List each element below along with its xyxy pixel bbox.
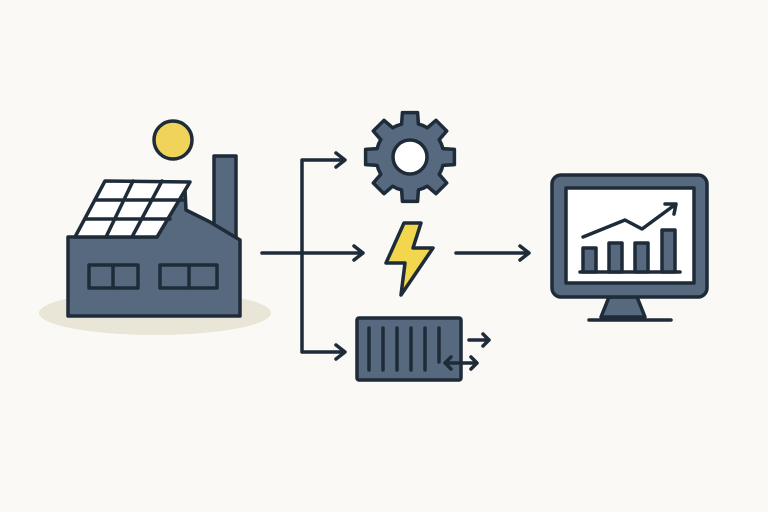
factory-icon xyxy=(39,119,271,335)
factory-windows xyxy=(87,263,219,290)
monitor-chart-icon xyxy=(550,173,709,322)
battery-container-icon xyxy=(355,316,491,382)
bidirectional-arrow-icon xyxy=(443,355,479,371)
monitor-stand xyxy=(599,295,647,319)
sun-icon xyxy=(152,119,194,161)
branch-connector xyxy=(260,151,365,361)
arrow-to-monitor xyxy=(454,244,531,262)
gear-icon xyxy=(363,110,457,204)
output-arrow-icon xyxy=(467,332,491,348)
bar-chart xyxy=(578,228,682,274)
lightning-bolt-icon xyxy=(384,221,435,297)
solar-panel-icon xyxy=(73,179,192,239)
trend-arrow xyxy=(581,202,678,239)
